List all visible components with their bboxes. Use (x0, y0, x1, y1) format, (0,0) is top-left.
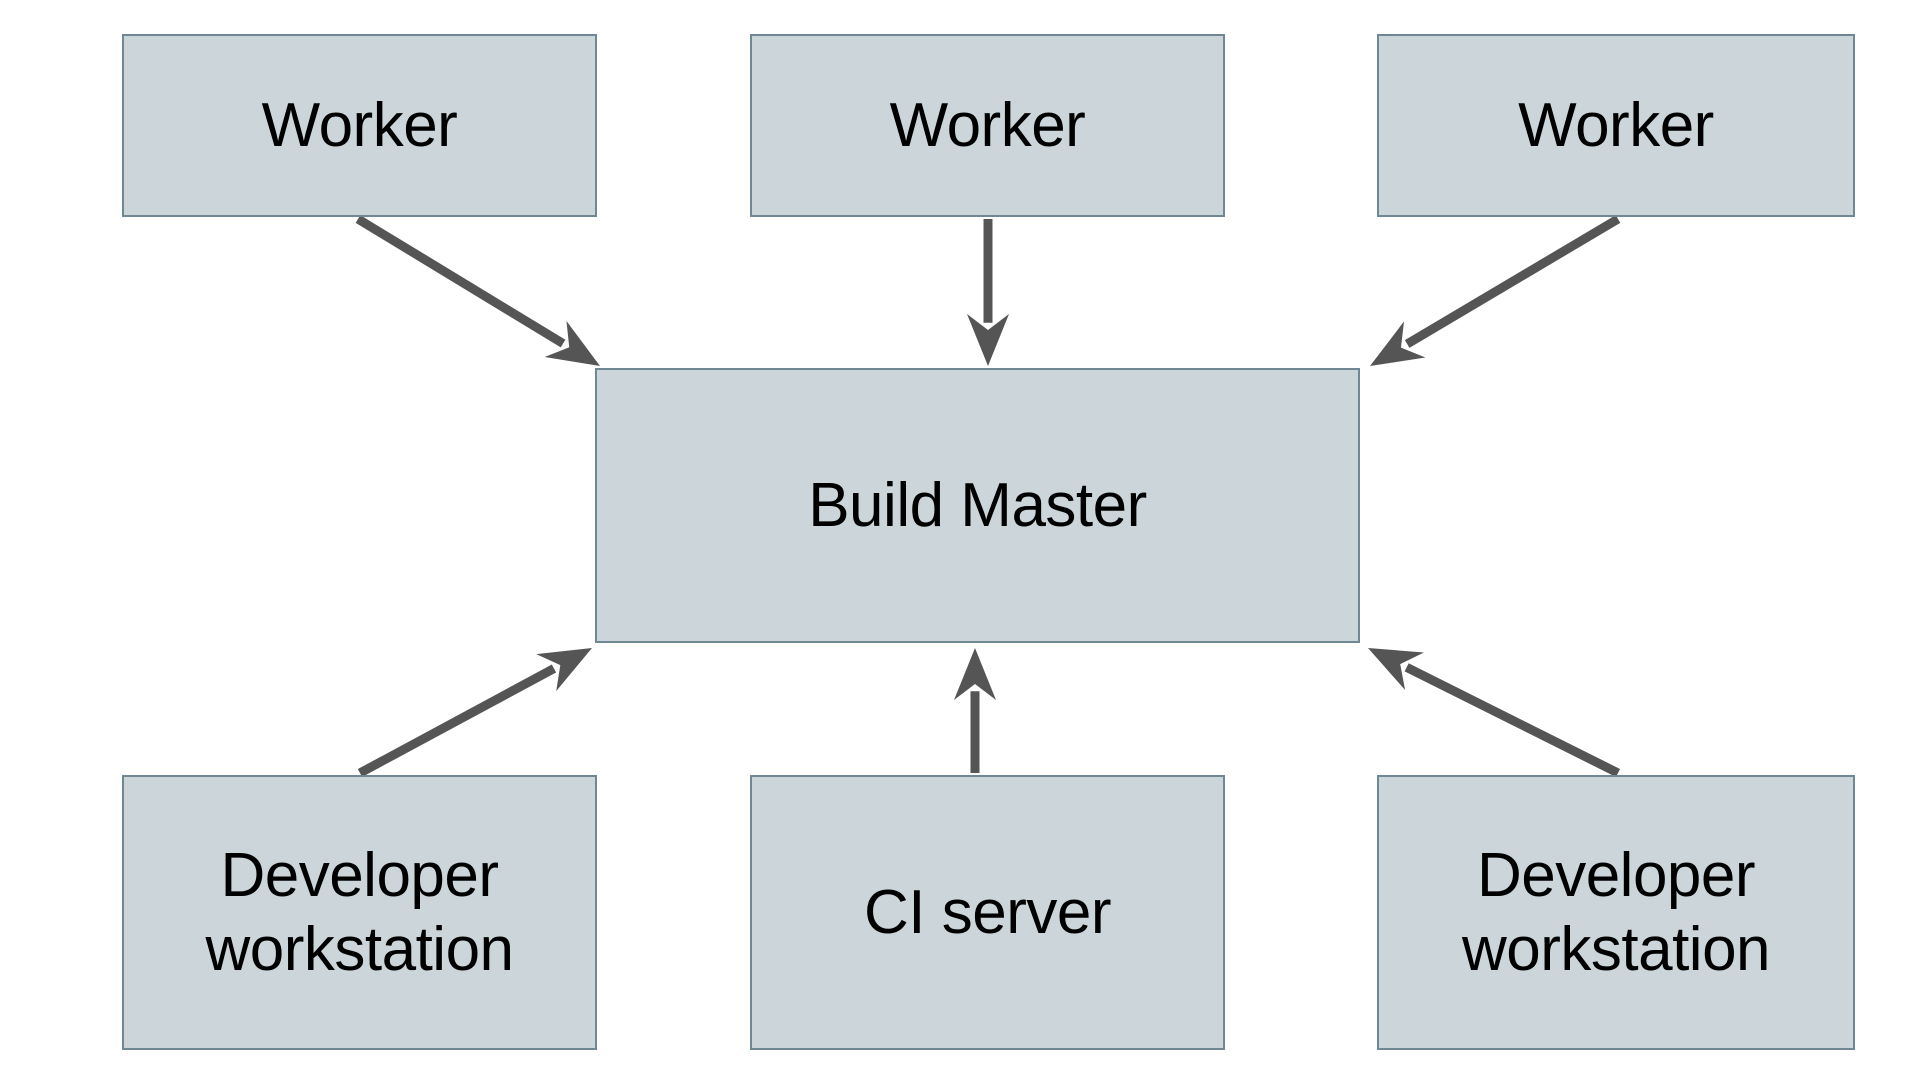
edge-arrowhead (967, 314, 1009, 366)
edge-line (357, 664, 557, 777)
node-label: CI server (864, 877, 1111, 947)
node-worker-2[interactable]: Worker (750, 34, 1225, 217)
node-worker-3[interactable]: Worker (1377, 34, 1855, 217)
edge-line (355, 215, 566, 348)
node-label: Developer workstation (205, 841, 514, 984)
node-worker-1[interactable]: Worker (122, 34, 597, 217)
node-label: Worker (1518, 90, 1714, 160)
edge-arrowhead (954, 648, 996, 700)
edge-arrowhead (1368, 648, 1424, 691)
node-ci-server[interactable]: CI server (750, 775, 1225, 1050)
edge-line (1404, 663, 1621, 778)
edge-arrowhead (1370, 321, 1426, 366)
node-label: Worker (889, 90, 1086, 160)
node-label: Build Master (808, 470, 1147, 540)
edge-arrowhead (536, 648, 592, 692)
edge-arrowhead (544, 321, 600, 366)
node-developer-workstation-right[interactable]: Developer workstation (1377, 775, 1855, 1050)
node-build-master[interactable]: Build Master (595, 368, 1360, 643)
node-developer-workstation-left[interactable]: Developer workstation (122, 775, 597, 1050)
node-label: Developer workstation (1461, 841, 1771, 984)
edge-line (1404, 215, 1621, 348)
node-label: Worker (261, 90, 458, 160)
